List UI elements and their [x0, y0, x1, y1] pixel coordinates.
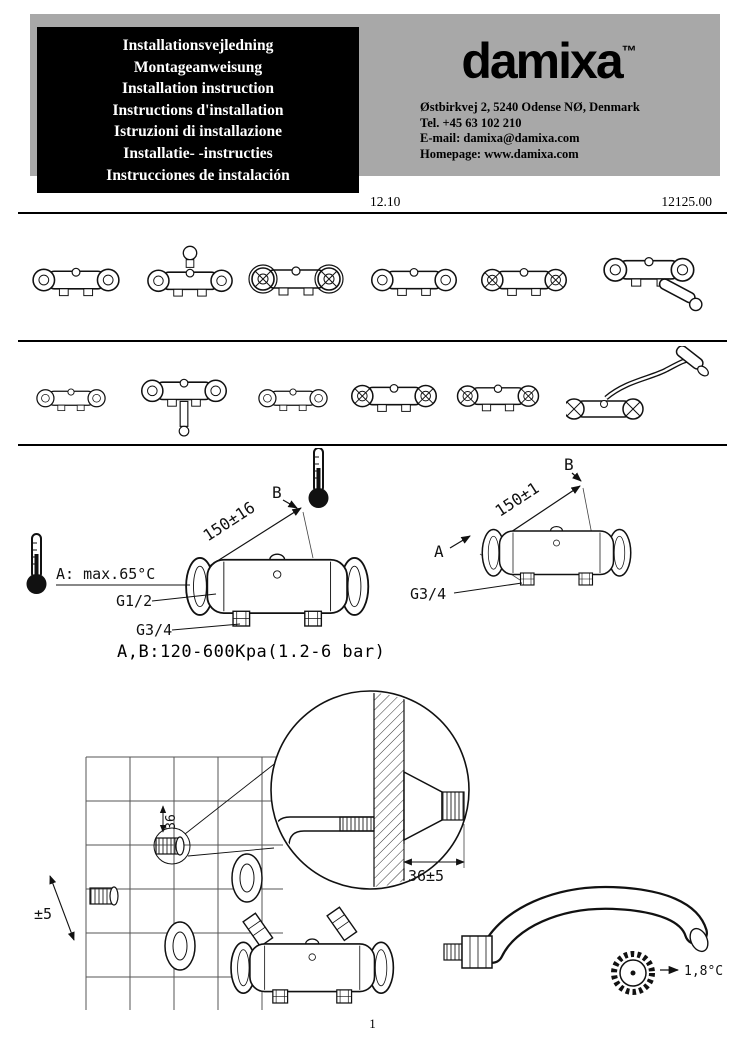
product-thumbnail-3 — [248, 264, 344, 296]
thread-g34-left-label: G3/4 — [136, 621, 172, 639]
dimension-text-150-1: 150±1 — [492, 478, 543, 520]
product-thumbnail-4 — [370, 267, 458, 297]
leader-g12 — [151, 593, 217, 602]
detail-callout: 36±5 — [270, 690, 470, 890]
tub-spout — [443, 885, 709, 969]
escutcheon-rosette-upper — [231, 853, 263, 903]
leader-b-right — [571, 472, 582, 482]
label-b-left: B — [272, 483, 282, 502]
email-line: E-mail: damixa@damixa.com — [420, 131, 580, 146]
dimension-line-offset — [49, 875, 75, 941]
language-line-it: Istruzioni di installazione — [114, 123, 282, 141]
wall-installation-drawing: 36 ±5 — [34, 690, 470, 1010]
wall-cross-section — [373, 693, 405, 887]
dimension-text-150-16: 150±16 — [200, 498, 259, 545]
label-a-right: A — [434, 542, 444, 561]
language-line-fr: Instructions d'installation — [112, 101, 284, 119]
wall-outlet-upper — [155, 836, 185, 856]
brand-name: damixa — [461, 33, 623, 89]
address-line: Østbirkvej 2, 5240 Odense NØ, Denmark — [420, 100, 640, 114]
temp-per-tooth-label: 1,8°C — [684, 964, 723, 979]
divider-middle — [18, 340, 727, 342]
language-line-de: Montageanweisung — [133, 58, 263, 76]
pipe-threaded-section — [339, 816, 375, 832]
language-line-nl: Installatie- -instructies — [123, 144, 273, 162]
temperature-dial-icon — [611, 951, 655, 995]
divider-top — [18, 212, 727, 214]
detail-leader-top — [184, 753, 288, 835]
fitting-threaded-nipple — [441, 791, 465, 821]
tech-drawing-right: B 150±1 A G3/4 — [410, 455, 632, 603]
company-address-block: Østbirkvej 2, 5240 Odense NØ, Denmark Te… — [420, 100, 640, 162]
product-thumbnail-10 — [350, 383, 438, 413]
mixer-front-view-install — [230, 938, 395, 1004]
max-temp-label: A: max.65°C — [56, 565, 155, 583]
product-thumbnail-7 — [36, 388, 106, 412]
leader-a-right — [449, 535, 471, 549]
language-line-es: Instrucciones de instalación — [106, 166, 290, 184]
doc-date: 12.10 — [370, 194, 401, 209]
escutcheon-rosette-lower — [164, 921, 196, 971]
dimension-text-offset: ±5 — [34, 905, 52, 923]
leader-g34-right — [453, 582, 523, 594]
mixer-inlet-stub-right — [326, 906, 358, 942]
thermometer-icon-left — [25, 533, 48, 595]
mixer-front-view-left — [185, 553, 370, 627]
product-thumbnail-9 — [258, 388, 328, 412]
mixer-front-view-right — [481, 525, 632, 586]
trademark-symbol: ™ — [621, 43, 637, 60]
product-thumbnail-2 — [147, 245, 233, 297]
mixer-inlet-stub-left — [242, 912, 274, 948]
dimension-text-36-5: 36±5 — [408, 867, 444, 885]
tech-drawing-left: B 150±16 A: max.65°C G1/2 G3/4 — [25, 448, 370, 639]
language-line-en: Installation instruction — [121, 80, 274, 98]
thermometer-icon-top — [307, 448, 330, 509]
language-title-box: Installationsvejledning Montageanweisung… — [37, 27, 359, 193]
product-thumbnail-6-with-spout — [603, 256, 703, 312]
product-thumbnail-12-with-handshower — [566, 346, 709, 420]
wall-outlet-lower — [89, 886, 119, 906]
spout-nut — [461, 935, 493, 969]
leader-g34-left — [171, 623, 241, 631]
product-thumbnail-1 — [32, 267, 120, 297]
label-b-right: B — [564, 455, 574, 474]
thread-g12-label: G1/2 — [116, 592, 152, 610]
phone-line: Tel. +45 63 102 210 — [420, 115, 522, 130]
language-line-da: Installationsvejledning — [122, 37, 274, 54]
brand-logo: damixa™ — [404, 36, 694, 86]
pressure-note: A,B:120-600Kpa(1.2-6 bar) — [117, 642, 386, 662]
detail-source-circle — [153, 827, 191, 865]
thread-g34-right-label: G3/4 — [410, 585, 446, 603]
extension-line-b — [582, 487, 593, 536]
doc-number: 12125.00 — [661, 194, 712, 209]
homepage-line: Homepage: www.damixa.com — [420, 146, 579, 161]
product-thumbnail-8-with-pipe — [140, 378, 228, 437]
extension-line-right — [302, 511, 314, 559]
detail-leader-bottom — [187, 847, 275, 857]
dimension-text-36: 36 — [164, 814, 179, 830]
leader-b-left — [282, 499, 298, 509]
page-number: 1 — [369, 1016, 376, 1031]
divider-bottom — [18, 444, 727, 446]
product-thumbnail-5 — [480, 267, 568, 297]
spout-adjustment-drawing: 1,8°C — [443, 885, 723, 995]
product-thumbnail-11 — [456, 384, 540, 412]
spout-outlet — [689, 927, 709, 953]
